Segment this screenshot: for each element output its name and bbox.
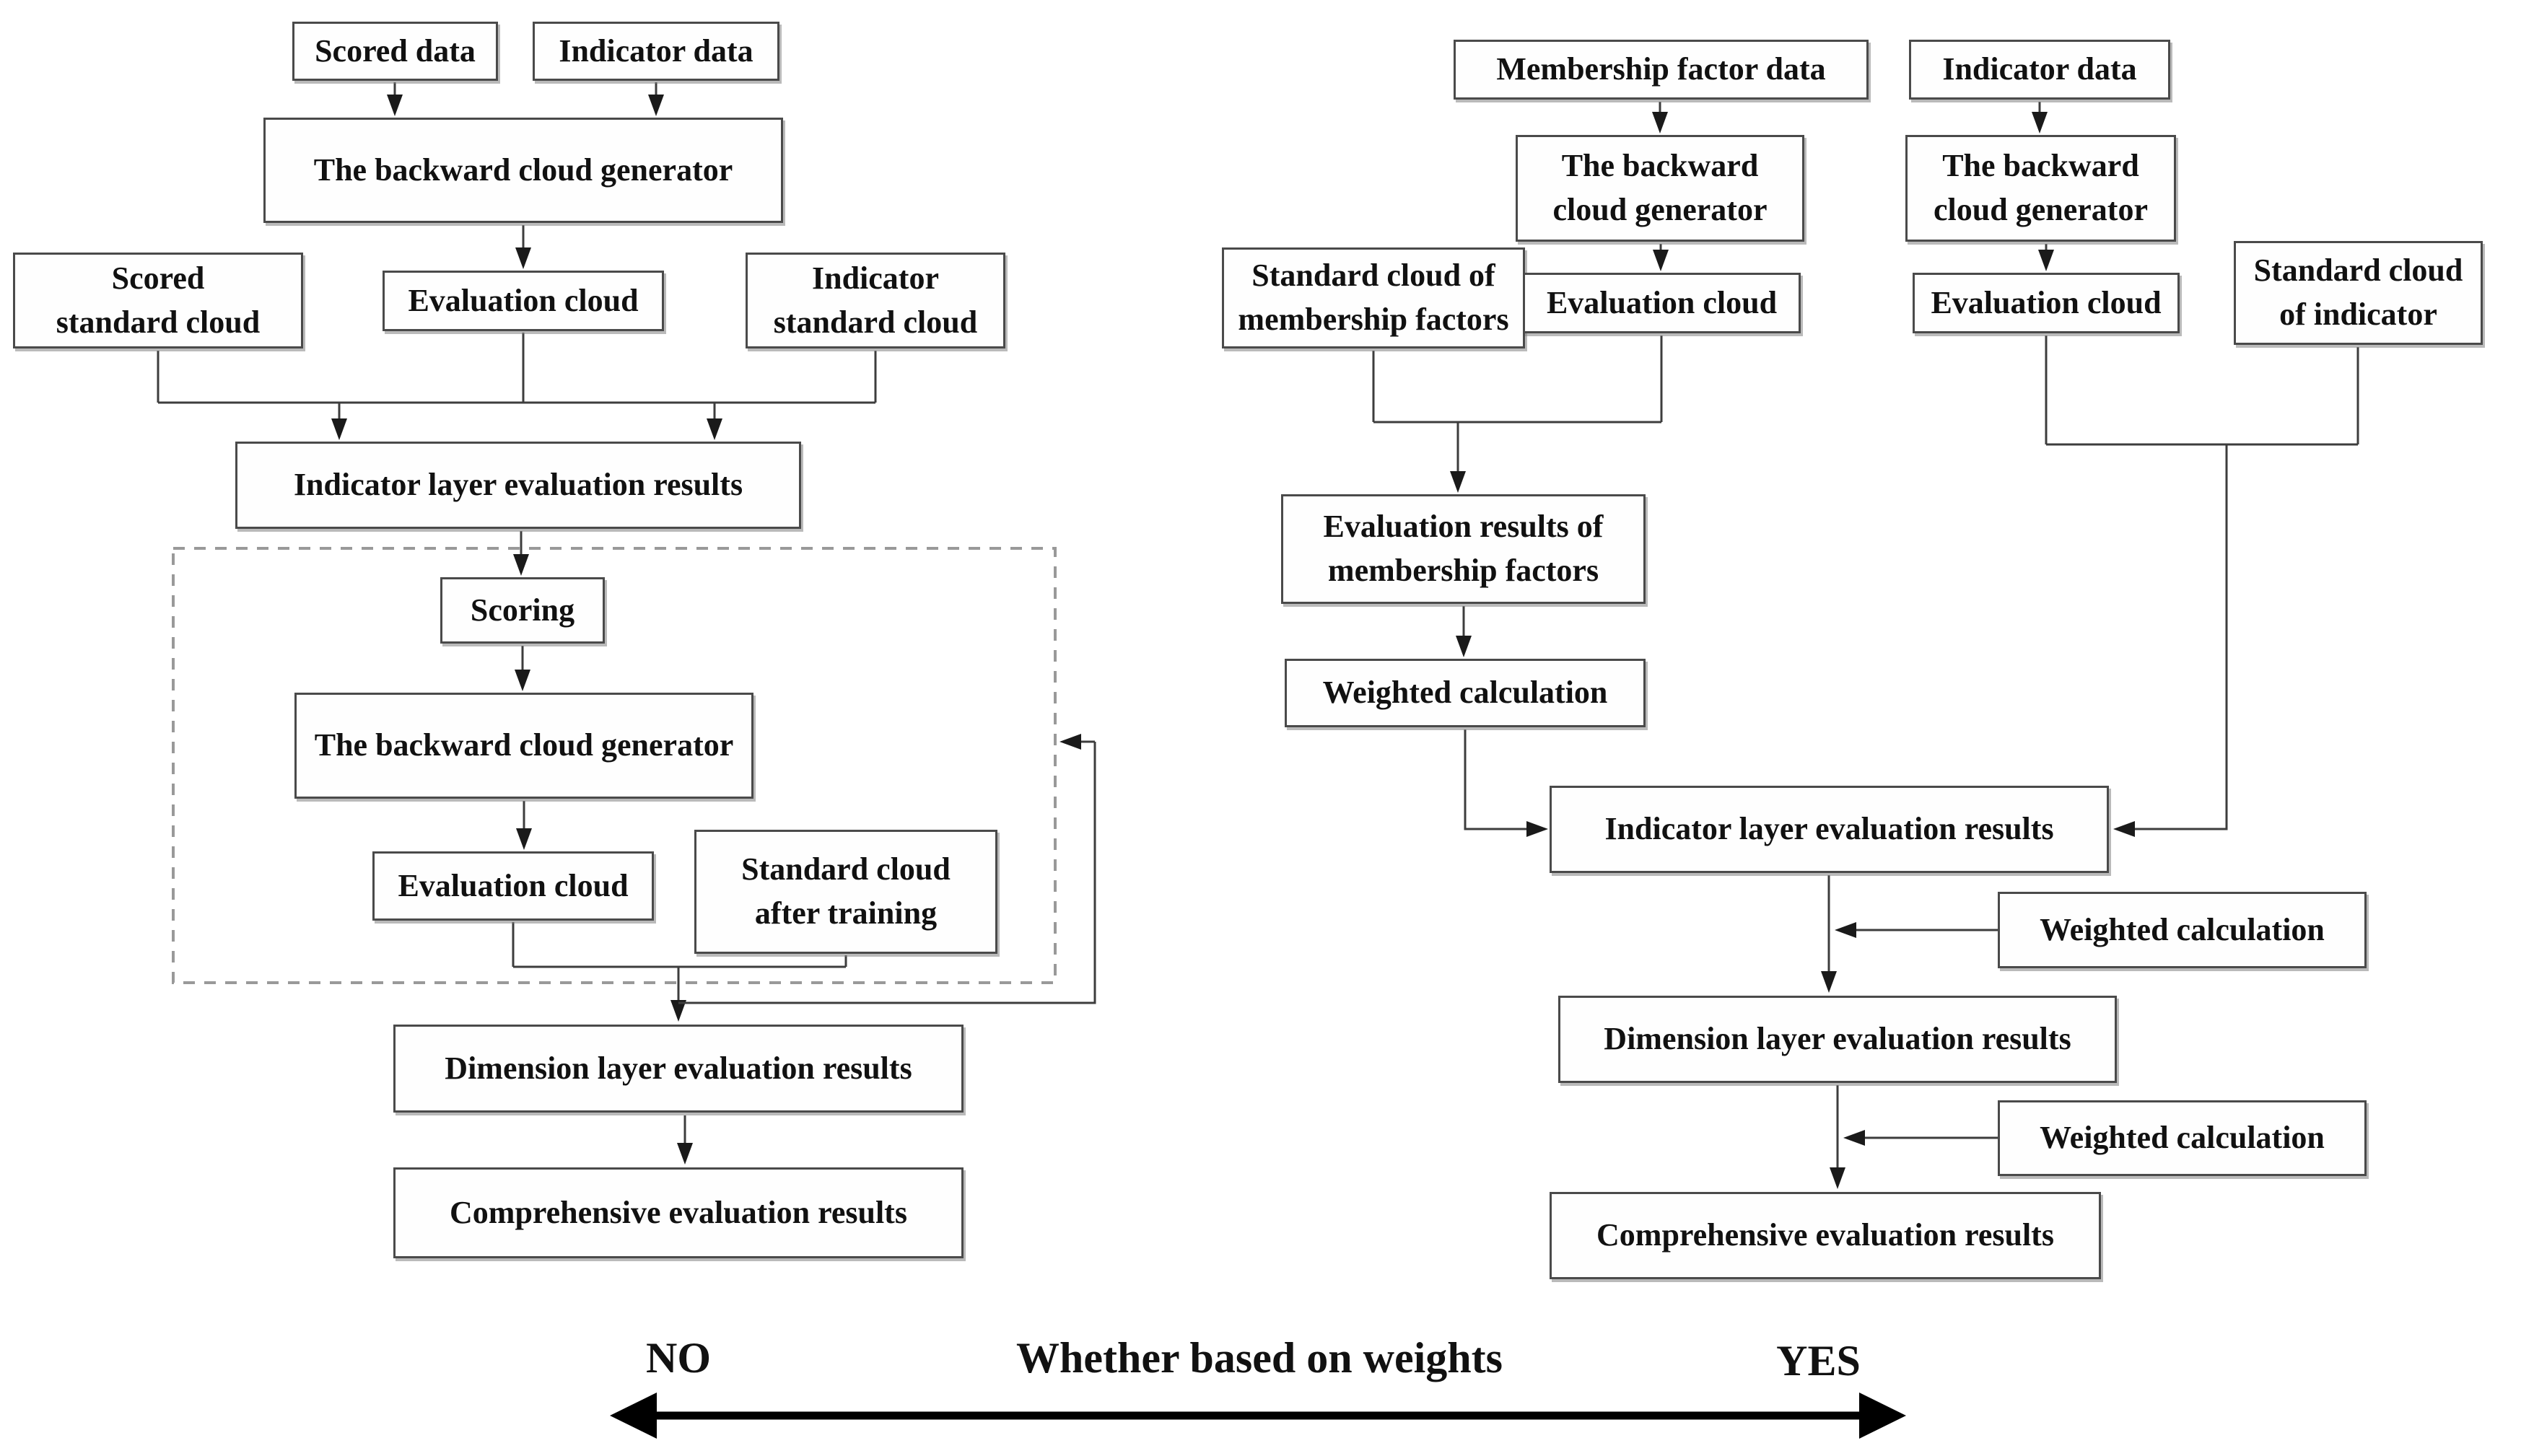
node-backward-cloud-generator-1: The backward cloud generator (263, 118, 783, 223)
node-evaluation-cloud-1: Evaluation cloud (383, 271, 664, 331)
arrow-weighted-to-indicator-results (1464, 729, 1548, 837)
node-indicator-layer-results-right: Indicator layer evaluation results (1550, 786, 2109, 873)
node-evaluation-cloud-4: Evaluation cloud (1913, 273, 2180, 333)
no-label: NO (646, 1334, 711, 1382)
yes-label: YES (1776, 1337, 1861, 1385)
bus-standard-clouds (157, 333, 877, 404)
axis-arrowhead-left (610, 1393, 657, 1439)
node-scored-standard-cloud: Scored standard cloud (13, 253, 303, 348)
node-evaluation-cloud-3: Evaluation cloud (1523, 273, 1801, 333)
node-scoring: Scoring (440, 577, 605, 644)
node-comprehensive-results-left: Comprehensive evaluation results (393, 1167, 964, 1258)
node-comprehensive-results-right: Comprehensive evaluation results (1550, 1192, 2101, 1279)
node-dimension-layer-results-left: Dimension layer evaluation results (393, 1025, 964, 1113)
node-scored-data: Scored data (292, 22, 498, 81)
node-indicator-data: Indicator data (533, 22, 779, 81)
node-backward-cloud-generator-3: The backward cloud generator (1516, 135, 1804, 242)
node-indicator-layer-results-left: Indicator layer evaluation results (235, 442, 801, 529)
arrow-standard-feed-to-indicator-results (2113, 444, 2228, 837)
node-evaluation-results-membership: Evaluation results of membership factors (1281, 494, 1646, 604)
node-indicator-data-right: Indicator data (1909, 40, 2170, 100)
node-backward-cloud-generator-2: The backward cloud generator (294, 693, 753, 799)
training-loop-dashed-box (172, 547, 1057, 984)
merge-membership-standard-and-evaluation (1372, 336, 1663, 424)
node-evaluation-cloud-2: Evaluation cloud (372, 851, 654, 921)
node-weighted-calculation-3: Weighted calculation (1998, 1100, 2367, 1176)
node-standard-cloud-after-training: Standard cloud after training (694, 830, 997, 954)
node-membership-factor-data: Membership factor data (1454, 40, 1869, 100)
weights-axis-arrow (610, 1393, 1906, 1439)
node-weighted-calculation-1: Weighted calculation (1285, 659, 1646, 727)
node-dimension-layer-results-right: Dimension layer evaluation results (1558, 996, 2117, 1083)
node-backward-cloud-generator-4: The backward cloud generator (1905, 135, 2176, 242)
merge-evaluation-and-indicator-standard (2045, 336, 2359, 446)
node-standard-cloud-membership: Standard cloud of membership factors (1222, 247, 1525, 348)
feedback-loop-line (678, 742, 1096, 1004)
node-indicator-standard-cloud: Indicator standard cloud (746, 253, 1005, 348)
axis-question: Whether based on weights (1016, 1334, 1503, 1382)
node-standard-cloud-indicator: Standard cloud of indicator (2234, 241, 2483, 345)
axis-arrowhead-right (1859, 1393, 1906, 1439)
node-weighted-calculation-2: Weighted calculation (1998, 892, 2367, 968)
left-flow-connectors (157, 82, 1096, 1165)
right-flow-connectors (1372, 102, 2359, 1189)
